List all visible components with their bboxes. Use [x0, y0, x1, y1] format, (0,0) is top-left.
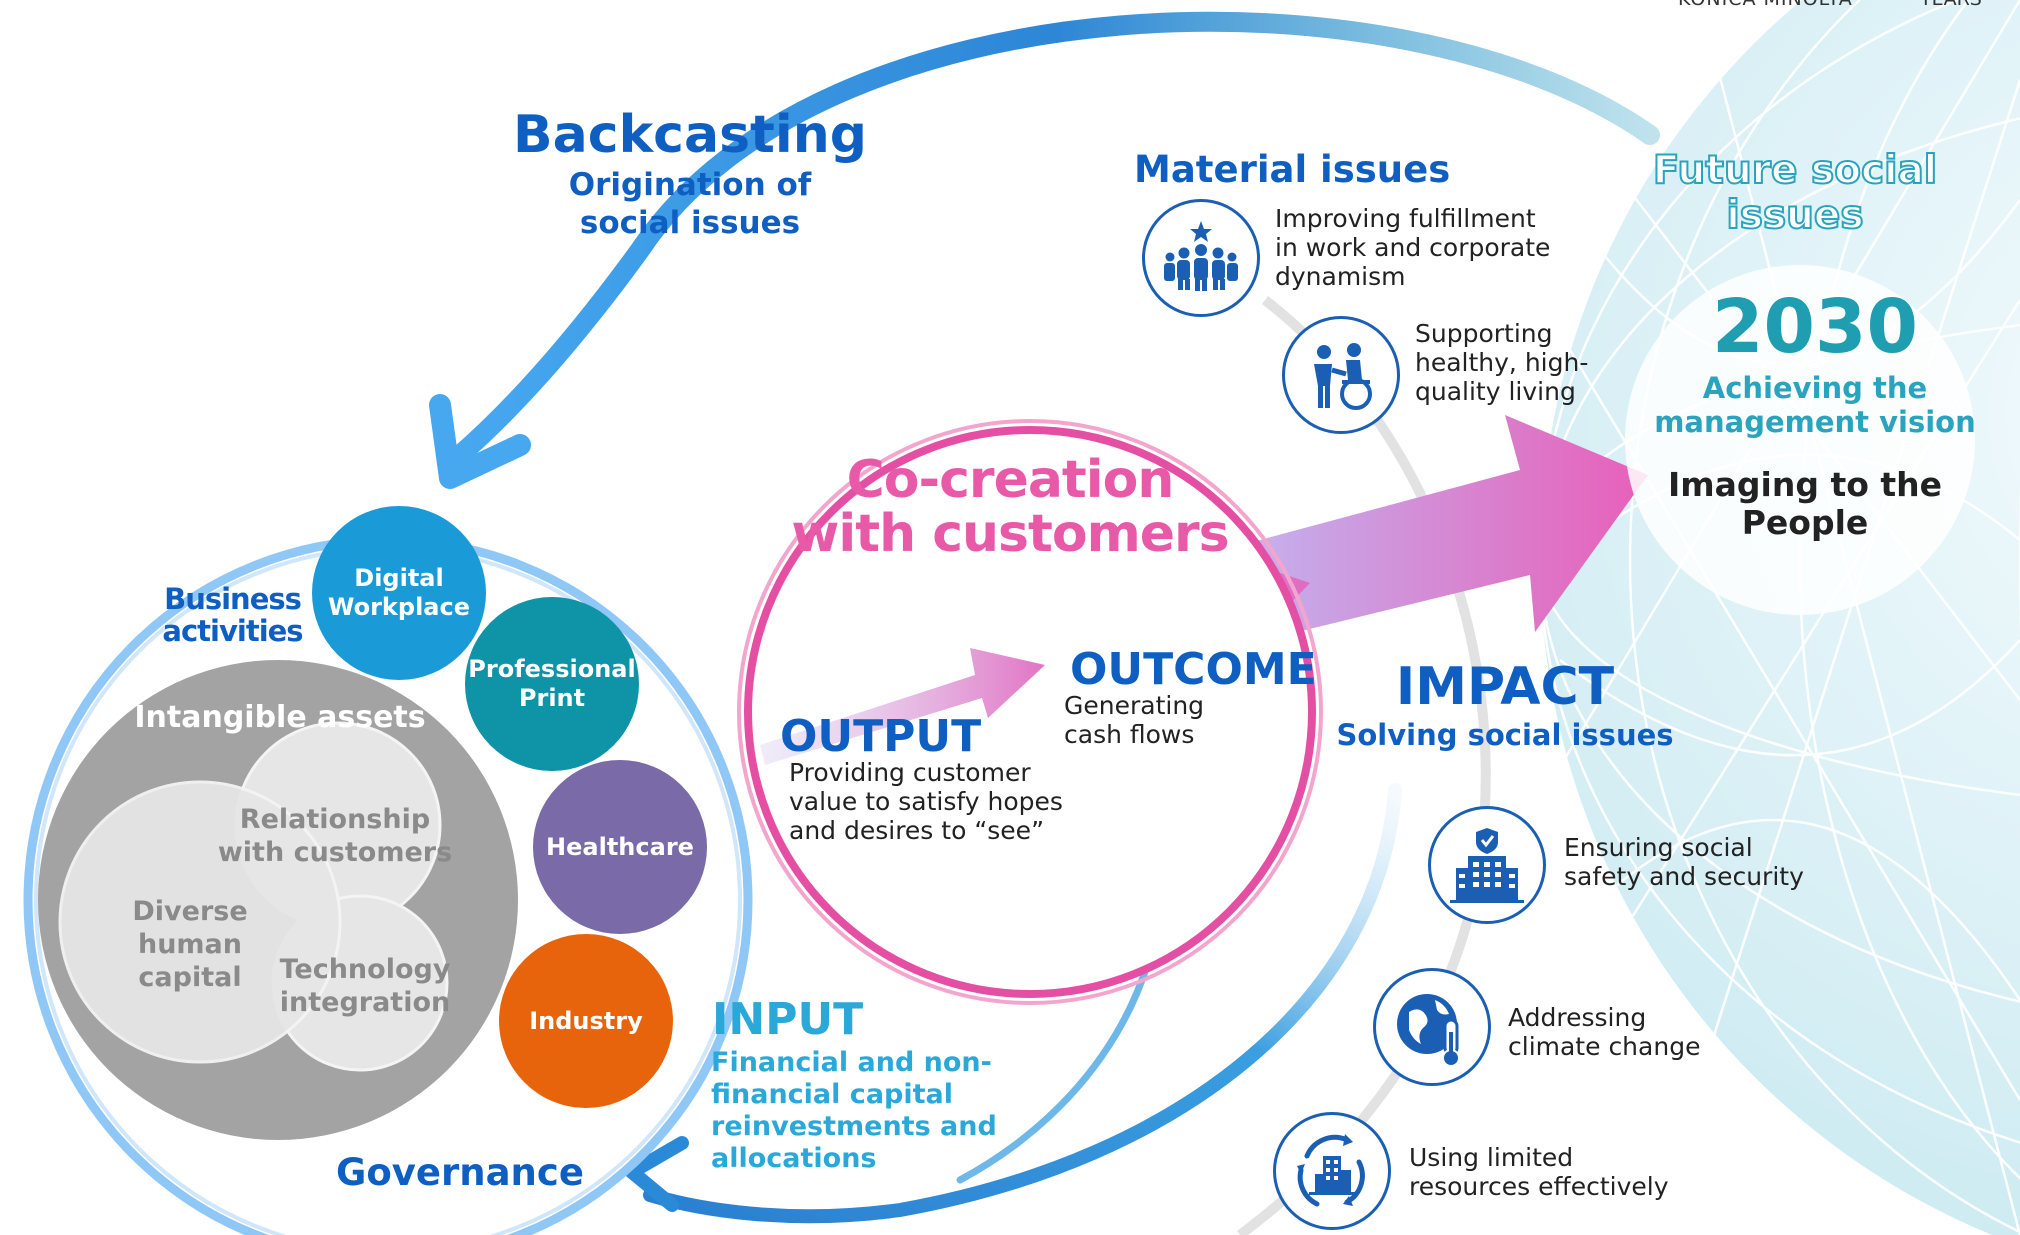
- recycle-city-icon: [1273, 1112, 1391, 1230]
- impact-title: IMPACT: [1395, 657, 1615, 717]
- material-item-1: Improving fulfillment in work and corpor…: [1275, 204, 1551, 291]
- impact-subtitle: Solving social issues: [1336, 718, 1674, 752]
- intangible-assets-title: Intangible assets: [134, 700, 426, 735]
- material-item-3: Ensuring social safety and security: [1564, 833, 1804, 891]
- output-arrow: [760, 648, 1045, 765]
- vision-year: 2030: [1712, 284, 1918, 370]
- input-arrowhead: [625, 1136, 689, 1212]
- outcome-title: OUTCOME: [1070, 644, 1317, 695]
- cocreation-title: Co-creation with customers: [791, 450, 1229, 564]
- material-issues-title: Material issues: [1134, 148, 1451, 191]
- backcasting-title: Backcasting: [513, 105, 867, 165]
- vision-label: Achieving the management vision: [1654, 371, 1976, 439]
- asset-human-capital: Diverse human capital: [132, 896, 248, 993]
- brand-company: KONICA MINOLTA: [1678, 0, 1853, 10]
- input-arc: [643, 783, 1402, 1224]
- backcasting-arrowhead: [429, 394, 531, 489]
- unit-healthcare: Healthcare: [533, 760, 707, 934]
- secure-building-icon: [1428, 806, 1546, 924]
- backcasting-subtitle: Origination of social issues: [568, 167, 812, 241]
- governance-label: Governance: [336, 1151, 584, 1194]
- globe-thermometer-icon: [1373, 968, 1491, 1086]
- asset-relationship: Relationship with customers: [217, 804, 453, 868]
- backcasting-arc: [450, 11, 1660, 465]
- asset-technology: Technology integration: [279, 954, 451, 1018]
- unit-industry: Industry: [499, 934, 673, 1108]
- cocreation-circle: [744, 426, 1316, 998]
- caregiver-wheelchair-icon: [1282, 316, 1400, 434]
- input-title: INPUT: [712, 994, 864, 1045]
- people-group-icon: [1142, 199, 1260, 317]
- vision-circle: [1625, 265, 1975, 615]
- output-title: OUTPUT: [780, 711, 982, 762]
- output-description: Providing customer value to satisfy hope…: [789, 758, 1063, 845]
- business-activities-label: Business activities: [162, 582, 303, 648]
- vision-slogan: Imaging to the People: [1667, 465, 1943, 542]
- material-item-5: Using limited resources effectively: [1409, 1143, 1669, 1201]
- material-item-4: Addressing climate change: [1508, 1003, 1701, 1061]
- input-description: Financial and non- financial capital rei…: [711, 1047, 997, 1174]
- outcome-description: Generating cash flows: [1064, 691, 1205, 749]
- future-issues-title: Future social issues: [1652, 147, 1938, 239]
- brand-years: YEARS: [1920, 0, 1982, 10]
- material-item-2: Supporting healthy, high- quality living: [1415, 319, 1589, 406]
